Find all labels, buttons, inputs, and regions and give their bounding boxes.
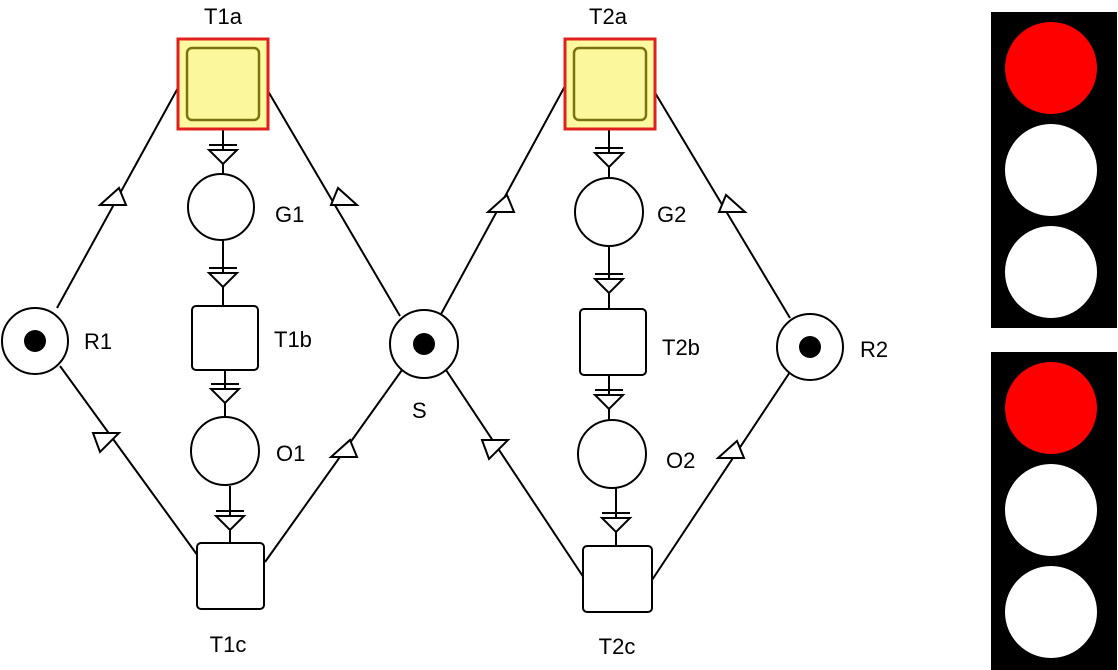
traffic-light-2 bbox=[991, 352, 1117, 670]
traffic-light-lamp bbox=[1005, 22, 1097, 114]
arrowhead bbox=[715, 439, 746, 459]
label-t1a: T1a bbox=[204, 4, 243, 29]
arrowhead bbox=[599, 512, 633, 534]
arrowhead bbox=[328, 438, 359, 458]
traffic-light-lamp bbox=[1005, 124, 1097, 216]
label-r1: R1 bbox=[84, 329, 112, 354]
arrowhead bbox=[97, 186, 128, 206]
arrowhead bbox=[717, 193, 748, 213]
arc-t2c-s bbox=[445, 369, 585, 579]
label-g2: G2 bbox=[657, 202, 686, 227]
transition-t2b[interactable] bbox=[579, 308, 647, 376]
traffic-light-lamp bbox=[1005, 362, 1097, 454]
label-t1c: T1c bbox=[210, 632, 247, 657]
label-o2: O2 bbox=[666, 448, 695, 473]
transition-t2a[interactable] bbox=[563, 37, 657, 131]
label-s: S bbox=[412, 398, 427, 423]
traffic-light-lamp bbox=[1005, 226, 1097, 318]
place-o2[interactable] bbox=[577, 419, 647, 489]
transition-box bbox=[572, 46, 648, 122]
place-g1[interactable] bbox=[187, 173, 255, 241]
arrowhead bbox=[206, 144, 240, 166]
transition-box bbox=[185, 46, 261, 122]
transition-t2c[interactable] bbox=[582, 545, 653, 613]
arrowhead bbox=[91, 432, 122, 454]
token bbox=[799, 336, 821, 358]
transition-t1b[interactable] bbox=[191, 305, 259, 371]
label-t2c: T2c bbox=[599, 634, 636, 659]
arc-r2-t2a bbox=[650, 85, 791, 319]
arrowhead bbox=[329, 186, 360, 206]
arrowhead bbox=[592, 147, 626, 169]
traffic-light-1 bbox=[991, 12, 1117, 328]
place-s[interactable] bbox=[389, 309, 459, 379]
label-o1: O1 bbox=[276, 441, 305, 466]
arrowhead bbox=[206, 267, 240, 289]
place-r1[interactable] bbox=[1, 307, 69, 375]
transition-t1a[interactable] bbox=[176, 37, 270, 131]
label-t2a: T2a bbox=[589, 4, 628, 29]
arc-t1c-s bbox=[264, 369, 403, 563]
label-g1: G1 bbox=[275, 202, 304, 227]
arrowhead bbox=[213, 510, 247, 532]
traffic-light-lamp bbox=[1005, 566, 1097, 658]
place-g2[interactable] bbox=[574, 177, 644, 247]
arrowhead bbox=[592, 273, 626, 295]
arrowhead bbox=[208, 383, 242, 405]
arrowhead bbox=[485, 193, 516, 213]
token bbox=[24, 330, 46, 352]
place-o1[interactable] bbox=[190, 416, 260, 486]
arrowheads bbox=[91, 144, 748, 534]
label-r2: R2 bbox=[860, 337, 888, 362]
label-t1b: T1b bbox=[274, 327, 312, 352]
traffic-light-lamp bbox=[1005, 464, 1097, 556]
token bbox=[413, 333, 435, 355]
place-r2[interactable] bbox=[776, 313, 844, 381]
arc-t2c-r2 bbox=[651, 371, 791, 581]
arrowhead bbox=[592, 389, 626, 411]
arc-t1c-r1 bbox=[59, 365, 199, 557]
label-t2b: T2b bbox=[662, 335, 700, 360]
transition-t1c[interactable] bbox=[196, 542, 265, 610]
arrowhead bbox=[480, 439, 511, 461]
